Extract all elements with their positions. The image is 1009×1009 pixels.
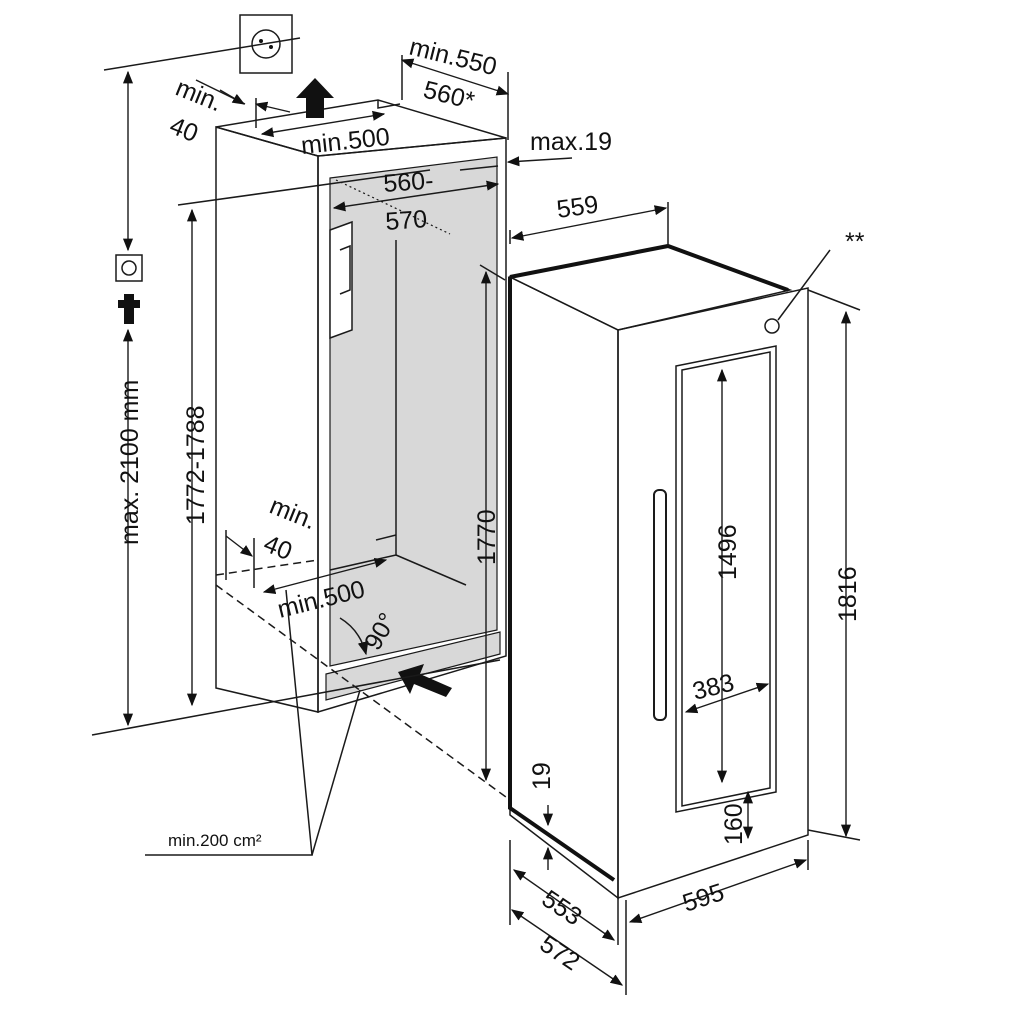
label-bottom-40: 40 (260, 530, 296, 566)
plug-socket-icon (115, 254, 143, 324)
niche-bracket (329, 220, 353, 340)
label-min550: min.550 (407, 33, 500, 82)
label-19: 19 (528, 762, 556, 790)
label-560: 560- (382, 167, 434, 198)
label-max2100: max. 2100 mm (116, 380, 144, 545)
label-double-star: ** (845, 228, 865, 256)
door-handle (653, 489, 667, 721)
label-1816: 1816 (834, 566, 862, 622)
niche-interior (329, 156, 498, 667)
label-1772-1788: 1772-1788 (182, 405, 210, 525)
label-top-min: min. (172, 74, 226, 118)
label-595: 595 (679, 878, 727, 918)
label-572: 572 (535, 930, 585, 977)
label-max19: max.19 (530, 128, 612, 156)
niche-cabinet (215, 99, 511, 801)
label-bottom-min: min. (266, 492, 320, 536)
socket-icon (239, 14, 293, 74)
label-top-40: 40 (166, 112, 202, 148)
indicator-light (764, 318, 780, 334)
dimension-lines (91, 37, 861, 995)
label-top-min500: min.500 (300, 123, 391, 160)
label-559: 559 (555, 190, 600, 224)
label-160: 160 (720, 803, 748, 845)
label-1770: 1770 (473, 509, 501, 565)
airflow-in-arrow-icon (398, 664, 452, 697)
label-570: 570 (384, 205, 428, 236)
label-1496: 1496 (714, 524, 742, 580)
airflow-up-arrow-icon (296, 78, 334, 118)
label-383: 383 (690, 669, 737, 706)
label-vent-area: min.200 cm² (168, 831, 262, 850)
appliance (507, 243, 831, 900)
door-window (681, 351, 771, 807)
